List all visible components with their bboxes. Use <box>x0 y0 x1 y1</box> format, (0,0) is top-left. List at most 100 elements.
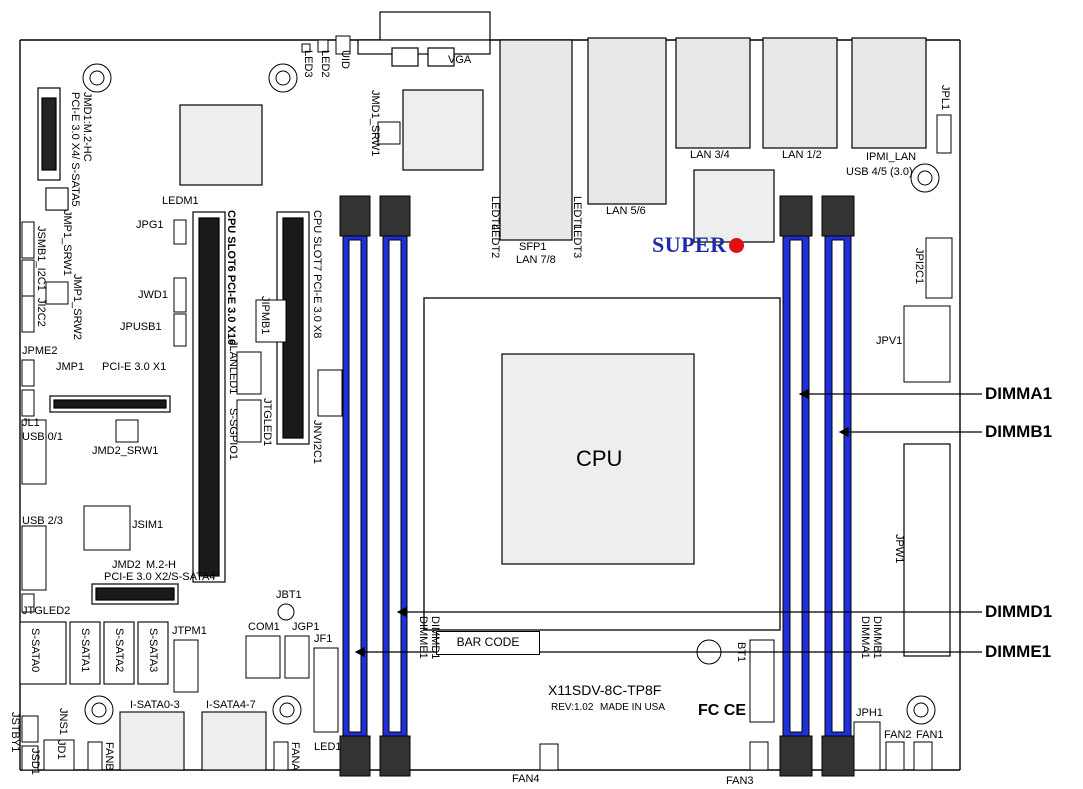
label-ssata0: S-SATA0 <box>29 628 41 673</box>
label-fana: FANA <box>289 742 301 771</box>
label-ssata3: S-SATA3 <box>147 628 159 673</box>
label-jlanled1: JLANLED1 <box>227 340 239 395</box>
dimm-slots-right <box>779 195 855 777</box>
label-jmd1: JMD1:M.2-HC <box>81 92 93 162</box>
label-lan34: LAN 3/4 <box>690 149 730 161</box>
label-jwd1: JWD1 <box>138 289 168 301</box>
barcode-box: BAR CODE <box>436 631 540 655</box>
label-jgp1: JGP1 <box>292 621 320 633</box>
sata-ports <box>19 621 169 685</box>
callout-dimme1: DIMME1 <box>985 642 1052 661</box>
label-cpu-slot6: CPU SLOT6 PCI-E 3.0 X16 <box>225 210 237 346</box>
label-jnvi2c1: JNVI2C1 <box>311 420 323 465</box>
cpu-label: CPU <box>576 446 623 471</box>
label-usb01: USB 0/1 <box>22 431 63 443</box>
label-jipmb1: JIPMB1 <box>259 296 271 335</box>
board-outline <box>19 39 961 771</box>
label-usb45: USB 4/5 (3.0) <box>846 166 913 178</box>
label-jmd2-srw1: JMD2_SRW1 <box>92 445 159 457</box>
label-led1: LED1 <box>314 741 342 753</box>
label-pcie-x1: PCI-E 3.0 X1 <box>102 361 167 373</box>
label-jsmb1: JSMB1_I2C1 <box>35 226 47 291</box>
label-jmd1-srw: JMD1_SRW1 <box>369 90 381 157</box>
label-jmd1-pcie: PCI-E 3.0 X4/ S-SATA5 <box>69 92 81 207</box>
label-isata47: I-SATA4-7 <box>206 699 256 711</box>
label-jph1: JPH1 <box>856 707 883 719</box>
m2-slot-jmd2 <box>91 583 179 605</box>
callout-dimma1: DIMMA1 <box>985 384 1053 403</box>
chip-right <box>693 169 775 243</box>
revision: REV:1.02 <box>551 702 594 713</box>
sfp-cage <box>499 39 573 241</box>
label-ledt2: LEDT2 <box>489 224 501 259</box>
label-sfp1: SFP1 <box>519 241 547 253</box>
label-ji2c2: JI2C2 <box>35 298 47 327</box>
label-pcie-x2: PCI-E 3.0 X2/S-SATA4 <box>104 571 216 583</box>
dimm-slots-left <box>339 195 411 777</box>
label-jpv1: JPV1 <box>876 335 903 347</box>
callout-dimmd1: DIMMD1 <box>985 602 1053 621</box>
jpv1-connector <box>903 305 951 383</box>
label-jpme2: JPME2 <box>22 345 58 357</box>
cert-marks: FC CE <box>698 702 746 719</box>
label-jns1: JNS1 <box>57 708 69 735</box>
jpw1-power <box>903 443 951 657</box>
label-dimmd1: DIMMD1 <box>429 616 441 660</box>
label-jpi2c1: JPI2C1 <box>913 248 925 285</box>
cpu-die <box>501 353 695 565</box>
label-ssata2: S-SATA2 <box>113 628 125 673</box>
label-uid: UID <box>339 50 351 69</box>
chip-left <box>179 104 263 186</box>
label-com1: COM1 <box>248 621 280 633</box>
label-fanb: FANB <box>103 742 115 771</box>
label-ipmi-lan: IPMI_LAN <box>866 151 917 163</box>
label-fan1: FAN1 <box>916 729 944 741</box>
label-ssata1: S-SATA1 <box>79 628 91 673</box>
label-jd1: JD1 <box>55 740 67 760</box>
jpl1-header <box>936 114 952 154</box>
label-jtgled2: JTGLED2 <box>22 605 71 617</box>
label-fan3: FAN3 <box>726 775 754 787</box>
jbt1-jumper <box>277 603 295 621</box>
label-dimmb1: DIMMB1 <box>871 616 883 659</box>
label-jf1: JF1 <box>314 633 333 645</box>
label-fan4: FAN4 <box>512 773 540 785</box>
label-isata03: I-SATA0-3 <box>130 699 180 711</box>
label-jmp1: JMP1 <box>56 361 85 373</box>
pcie-slot6 <box>192 211 226 583</box>
brand-logo: SUPER <box>652 232 744 258</box>
label-jpg1: JPG1 <box>136 219 164 231</box>
label-jmp1-srw1: JMP1_SRW1 <box>61 210 73 276</box>
led2 <box>317 39 329 53</box>
label-fan2: FAN2 <box>884 729 912 741</box>
label-jbt1: JBT1 <box>276 589 302 601</box>
label-jstby1: JSTBY1 <box>9 712 21 753</box>
label-jpw1: JPW1 <box>893 534 905 564</box>
model-name: X11SDV-8C-TP8F <box>548 682 662 698</box>
label-dimme1: DIMME1 <box>417 616 429 659</box>
label-jtpm1: JTPM1 <box>172 625 207 637</box>
chip-center <box>402 89 484 171</box>
label-ledm1: LEDM1 <box>162 195 199 207</box>
label-dimma1: DIMMA1 <box>859 616 871 659</box>
label-led2: LED2 <box>319 50 331 78</box>
label-lan12: LAN 1/2 <box>782 149 822 161</box>
label-jpl1: JPL1 <box>939 85 951 111</box>
label-lan78: LAN 7/8 <box>516 254 556 266</box>
made-in: MADE IN USA <box>600 702 666 713</box>
pcie-x1-slot <box>49 395 171 413</box>
uid-button <box>335 35 351 55</box>
mounting-holes <box>82 63 940 725</box>
jpi2c1-connector <box>925 237 953 299</box>
label-jmd2: JMD2 <box>112 559 141 571</box>
label-usb23: USB 2/3 <box>22 515 63 527</box>
label-vga: VGA <box>448 54 472 66</box>
label-jl1: JL1 <box>22 417 40 429</box>
label-ssgpio1: S-SGPIO1 <box>227 408 239 460</box>
vga-connector <box>357 11 491 67</box>
callout-dimmb1: DIMMB1 <box>985 422 1053 441</box>
label-jmp1-srw2: JMP1_SRW2 <box>71 274 83 340</box>
i-sata-ports <box>119 711 267 771</box>
label-m2h: M.2-H <box>146 559 176 571</box>
